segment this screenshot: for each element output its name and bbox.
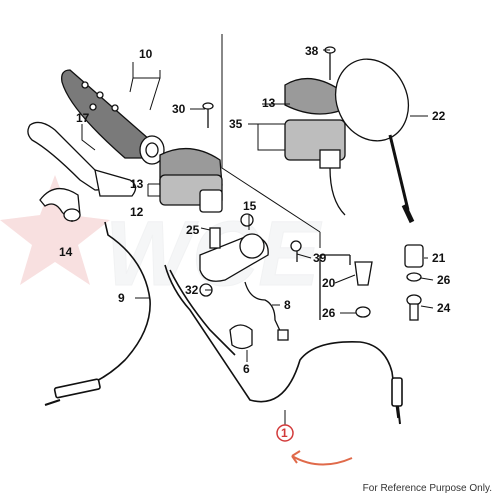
callout-10: 10 <box>139 47 153 61</box>
brake-lever <box>27 121 137 197</box>
callout-12: 12 <box>130 205 144 219</box>
callout-32: 32 <box>185 283 199 297</box>
highlight-arrow-icon <box>291 455 353 466</box>
cable-clip <box>229 324 253 350</box>
clutch-cable <box>44 221 151 406</box>
callout-1: 1 <box>281 426 288 440</box>
callout-21: 21 <box>432 251 446 265</box>
watermark-text: WCE <box>105 203 322 305</box>
callout-35: 35 <box>229 117 243 131</box>
small-parts-right <box>319 244 424 321</box>
callout-24: 24 <box>437 301 451 315</box>
callout-26-lower: 26 <box>322 306 336 320</box>
callout-26-upper: 26 <box>437 273 451 287</box>
footer-note: For Reference Purpose Only. <box>362 483 492 494</box>
callout-22: 22 <box>432 109 446 123</box>
callout-6: 6 <box>243 362 250 376</box>
callout-25: 25 <box>186 223 200 237</box>
highlight-circle <box>276 424 294 442</box>
highlighted-part: 1 <box>276 424 353 466</box>
callout-38: 38 <box>305 44 319 58</box>
callout-20: 20 <box>322 276 336 290</box>
switch-wire <box>244 281 289 341</box>
callout-13-right: 13 <box>130 177 144 191</box>
callout-8: 8 <box>284 298 291 312</box>
callout-39: 39 <box>313 251 327 265</box>
callout-13-left: 13 <box>262 96 276 110</box>
mirror <box>335 58 415 224</box>
throttle-cable <box>164 264 403 425</box>
callout-17: 17 <box>76 111 90 125</box>
section-dividers <box>221 34 321 248</box>
watermark-star-icon <box>0 175 110 285</box>
callout-14: 14 <box>59 245 73 259</box>
callout-9: 9 <box>118 291 125 305</box>
switch-housing-right <box>159 147 223 213</box>
callout-labels: 10 17 30 38 13 35 22 13 12 14 15 25 39 2… <box>59 44 451 376</box>
callout-15: 15 <box>243 199 257 213</box>
throttle-housing <box>199 213 269 282</box>
watermark: WCE <box>0 175 323 306</box>
leader-lines <box>71 49 434 425</box>
callout-30: 30 <box>172 102 186 116</box>
throttle-grip <box>61 69 165 165</box>
switch-housing-left <box>284 78 346 216</box>
